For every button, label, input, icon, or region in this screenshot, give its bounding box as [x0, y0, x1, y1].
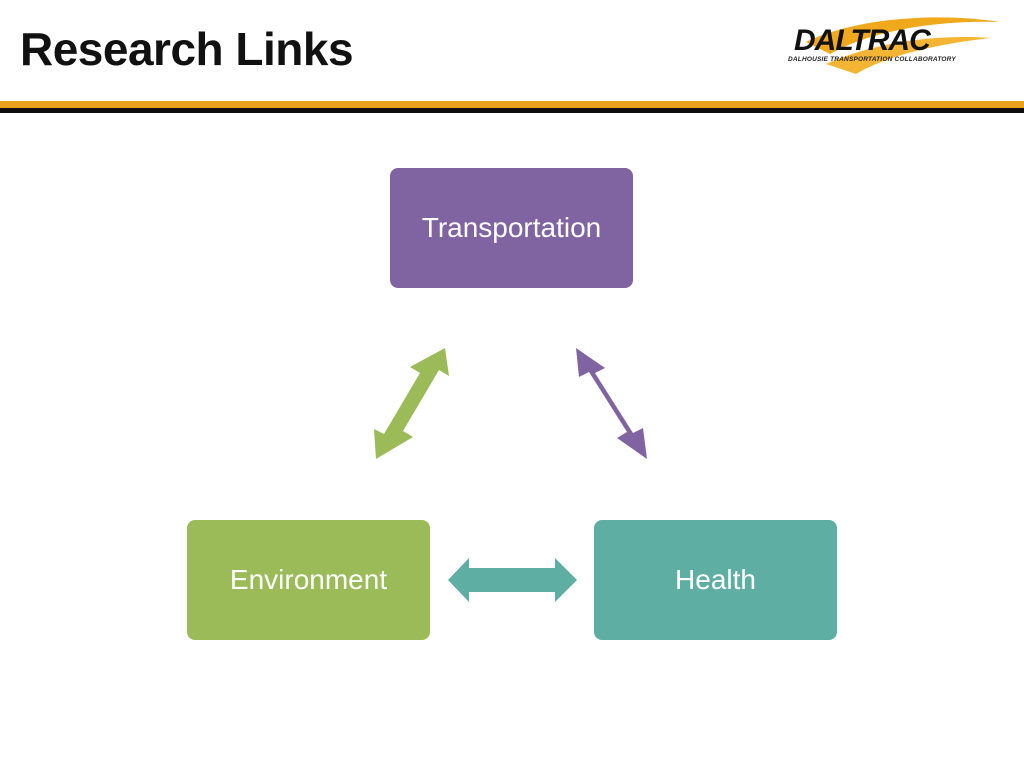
- link-arrow-transportation-health: [576, 348, 647, 459]
- health-node: Health: [594, 520, 837, 640]
- logo-swoosh-graphic: [806, 17, 1000, 74]
- logo-subtitle: DALHOUSIE TRANSPORTATION COLLABORATORY: [788, 56, 956, 63]
- link-arrow-transportation-environment: [374, 348, 449, 459]
- transportation-node: Transportation: [390, 168, 633, 288]
- slide-title: Research Links: [20, 23, 354, 75]
- link-arrow-environment-health: [448, 558, 577, 602]
- logo-wordmark: DALTRAC: [794, 24, 931, 57]
- environment-node: Environment: [187, 520, 430, 640]
- header-accent-rule: [0, 101, 1024, 108]
- daltrac-logo: DALTRAC DALHOUSIE TRANSPORTATION COLLABO…: [786, 12, 1006, 76]
- header-dark-rule: [0, 108, 1024, 113]
